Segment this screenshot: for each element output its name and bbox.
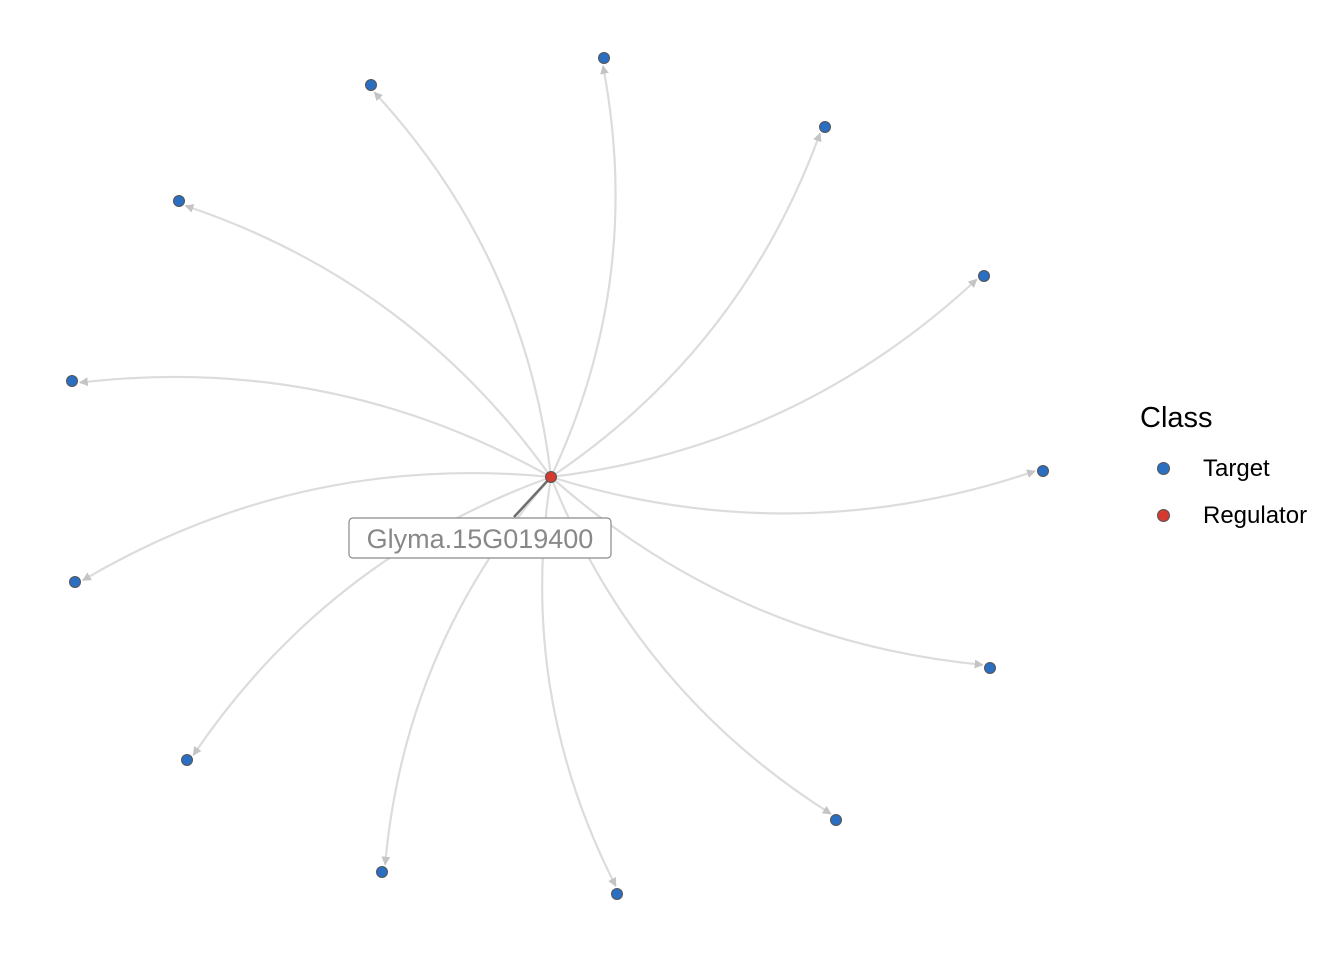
label-box [348,517,612,559]
edge [192,475,552,756]
edge [550,469,1036,515]
legend-item-target: Target [1140,445,1340,492]
edge [550,278,978,479]
edge [550,65,617,478]
target-node[interactable] [830,814,842,826]
regulator-label-text: Glyma.15G019400 [367,524,594,554]
target-node[interactable] [819,121,831,133]
target-node[interactable] [598,52,610,64]
target-node[interactable] [181,754,193,766]
legend-label-regulator: Regulator [1203,501,1308,529]
target-node[interactable] [984,662,996,674]
regulator-swatch-icon [1157,509,1170,522]
legend-label-target: Target [1203,454,1270,482]
regulator-label: Glyma.15G019400 [348,476,612,559]
label-leader-line [513,476,552,518]
target-node[interactable] [173,195,185,207]
edge [82,471,552,582]
legend-title: Class [1140,402,1213,434]
target-node[interactable] [978,270,990,282]
regulator-node[interactable] [545,471,557,483]
edges-layer [78,65,1036,887]
target-node[interactable] [66,375,78,387]
target-swatch-icon [1157,462,1170,475]
edge [184,204,552,478]
target-node[interactable] [611,888,623,900]
edge [78,375,552,478]
legend: Class Target Regulator [1140,402,1340,539]
edge [550,132,822,478]
nodes-layer [66,52,1049,900]
target-node[interactable] [69,576,81,588]
legend-item-regulator: Regulator [1140,492,1340,539]
edge [373,91,553,478]
target-node[interactable] [1037,465,1049,477]
target-node[interactable] [376,866,388,878]
edge [550,476,984,669]
target-node[interactable] [365,79,377,91]
